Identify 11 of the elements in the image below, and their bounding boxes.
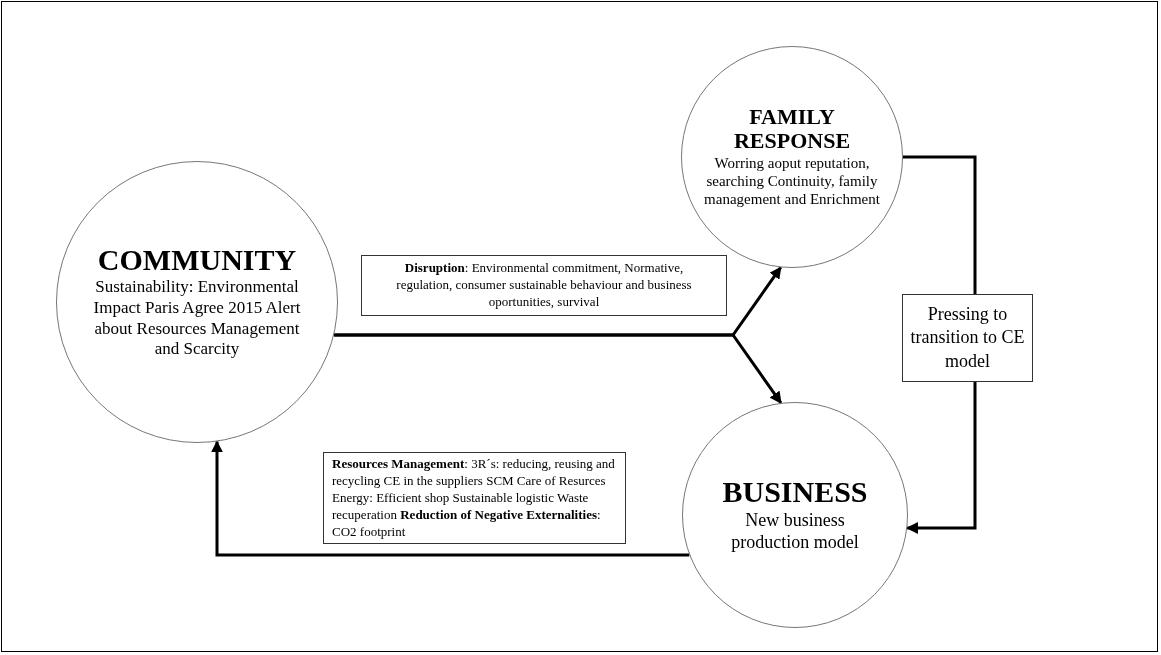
edge-label: Resources Management: 3R´s: reducing, reusing and recycling CE in the suppliers SCM Care of Resurces Energy: Efficient shop Sustainable logistic Waste recuperation Reduction of Negative Externalities: CO2 footprint [323,452,626,545]
node-text: Worring aoput reputation, searching Continuity, family management and Enrichment [704,153,880,209]
node-title: FAMILY RESPONSE [732,105,852,152]
arrow [334,333,783,404]
node-title: BUSINESS [722,476,868,508]
edge-label: Disruption: Environmental commitment, Normative, regulation, consumer sustainable behaviour and business oportunities, survival [361,255,727,316]
node-text: New business production model [730,509,860,554]
edge-label: Pressing to transition to CE model [902,294,1033,383]
node-text: Sustainability: Environmental Impact Paris Agree 2015 Alert about Resources Management and Scarcity [92,277,302,361]
arrow [211,440,690,557]
node-title: COMMUNITY [97,243,297,276]
